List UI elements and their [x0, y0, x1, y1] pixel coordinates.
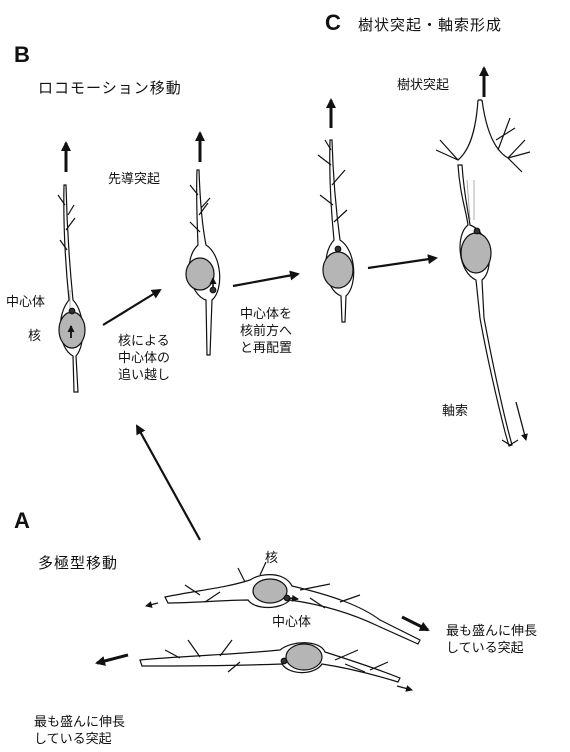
- cell-b2: [186, 170, 220, 355]
- section-b-letter: B: [14, 46, 30, 63]
- label-nucleus-a: 核: [265, 550, 278, 567]
- arrow-b2-to-b3: [233, 274, 298, 286]
- cell-b1: [58, 185, 85, 392]
- label-nucleus-b: 核: [28, 328, 41, 345]
- cell-a1-left-arrow: [146, 603, 158, 606]
- label-reposition: 中心体を 核前方へ と再配置: [240, 306, 292, 357]
- arrow-a-to-b: [137, 426, 200, 540]
- label-most-active-process-1: 最も盛んに伸長 している突起: [446, 623, 537, 657]
- cell-a1-inner-arrow: [289, 598, 298, 599]
- cell-a1: [165, 562, 420, 644]
- cell-a2-left-arrow: [97, 655, 128, 663]
- cell-b3: [318, 140, 354, 322]
- label-leading-process: 先導突起: [108, 171, 160, 188]
- section-b-title: ロコモーション移動: [38, 80, 182, 97]
- label-axon: 軸索: [442, 403, 468, 420]
- arrow-b1-to-b2: [103, 290, 160, 325]
- neuron-c: [436, 100, 530, 446]
- label-centrosome-b: 中心体: [6, 294, 45, 311]
- cell-a2: [140, 640, 400, 682]
- label-most-active-process-2: 最も盛んに伸長 している突起: [34, 714, 125, 748]
- cell-a1-right-arrow: [402, 617, 428, 630]
- section-a-title: 多極型移動: [38, 555, 118, 572]
- axon-arrow: [516, 402, 526, 440]
- label-overtake: 核による 中心体の 追い越し: [118, 333, 170, 384]
- section-c-letter: C: [325, 14, 341, 31]
- cell-a2-right-arrow: [397, 686, 412, 690]
- section-a-letter: A: [14, 512, 30, 529]
- label-dendrite: 樹状突起: [397, 77, 449, 94]
- label-centrosome-a: 中心体: [272, 614, 311, 631]
- section-c-title: 樹状突起・軸索形成: [358, 17, 502, 34]
- arrow-b3-to-c: [368, 258, 436, 268]
